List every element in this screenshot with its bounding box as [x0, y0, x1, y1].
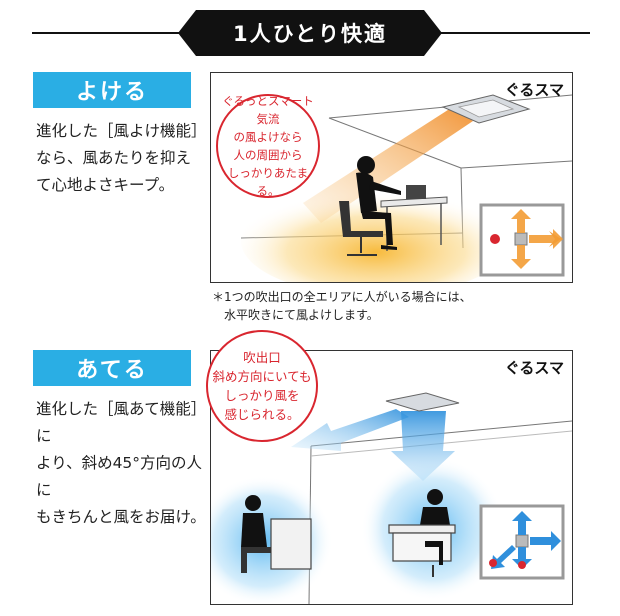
section1-illustration: ぐるスマ	[210, 72, 573, 283]
section1-tag: よける	[33, 72, 191, 108]
room-direct-scene	[211, 392, 572, 604]
section1-callout-bubble: ぐるっとスマート気流 の風よけなら 人の周囲から しっかりあたまる。	[216, 94, 320, 198]
arrow-up	[512, 511, 532, 535]
section1-bubble-line: ぐるっとスマート気流	[222, 94, 314, 126]
section2-bubble-line: 感じられる。	[224, 407, 300, 422]
inset-person-dot	[490, 234, 500, 244]
chair	[339, 201, 383, 237]
page-title: 1人ひとり快適	[233, 22, 387, 46]
arrow-down	[512, 547, 532, 569]
arrow-up	[511, 209, 531, 233]
section1-desc-line: なら、風あたりを抑え	[36, 149, 192, 167]
section1-note-line: 水平吹きにて風よけします。	[224, 308, 379, 322]
section2-brand: ぐるスマ	[504, 359, 564, 377]
header-rule-left	[32, 32, 182, 34]
page-title-badge: 1人ひとり快適	[178, 10, 442, 56]
airflow-down-arrow	[391, 411, 455, 481]
ceiling-edge	[328, 117, 462, 169]
section1-desc-line: 進化した［風よけ機能］	[36, 122, 207, 140]
airflow-beam	[303, 108, 473, 223]
left-person-body	[241, 513, 267, 547]
laptop	[406, 185, 426, 199]
section2-bubble-line: 吹出口	[243, 350, 281, 365]
section1-tag-label: よける	[75, 80, 148, 105]
section1-bubble-line: しっかりあたまる。	[227, 166, 309, 198]
section2-bubble-line: しっかり風を	[224, 388, 300, 403]
section1-desc-line: て心地よさキープ。	[36, 176, 175, 194]
section1-brand: ぐるスマ	[504, 81, 564, 99]
arrow-right	[529, 229, 563, 249]
wall-top	[460, 160, 572, 169]
inset-person-dot-left	[489, 559, 497, 567]
ceiling-ac-unit	[385, 392, 460, 412]
section2-callout-bubble: 吹出口 斜め方向にいても しっかり風を 感じられる。	[206, 330, 318, 442]
section1-note-line: ＊1つの吹出口の全エリアに人がいる場合には、	[212, 290, 472, 304]
room-avoid-scene	[240, 94, 572, 282]
section2-description: 進化した［風あて機能］に より、斜め45°方向の人に もきちんと風をお届け。	[36, 396, 208, 531]
left-person-head	[245, 495, 261, 511]
section2-tag-label: あてる	[76, 358, 148, 383]
person-head	[357, 156, 375, 174]
section1-bubble-line: 人の周囲から	[233, 148, 303, 162]
airflow-diagonal-arrow	[291, 409, 409, 451]
section1-bubble-line: の風よけなら	[233, 130, 303, 144]
inset-ac-icon	[514, 232, 528, 246]
inset-person-dot-bottom	[518, 561, 526, 569]
section2-desc-line: もきちんと風をお届け。	[36, 508, 206, 526]
arrow-down	[511, 245, 531, 269]
inset-ac-icon	[515, 534, 529, 548]
section2-tag: あてる	[33, 350, 191, 386]
section2-desc-line: 進化した［風あて機能］に	[36, 400, 207, 445]
arrow-right	[530, 531, 561, 551]
right-desk	[388, 524, 456, 534]
section1-description: 進化した［風よけ機能］ なら、風あたりを抑え て心地よさキープ。	[36, 118, 207, 199]
section2-bubble-line: 斜め方向にいても	[212, 369, 312, 384]
section1-footnote: ＊1つの吹出口の全エリアに人がいる場合には、 水平吹きにて風よけします。	[212, 288, 592, 324]
section2-desc-line: より、斜め45°方向の人に	[36, 454, 203, 499]
left-desk	[270, 518, 312, 570]
arrow-diagonal	[491, 545, 516, 569]
header-rule-right	[438, 32, 590, 34]
right-person-head	[427, 489, 443, 505]
